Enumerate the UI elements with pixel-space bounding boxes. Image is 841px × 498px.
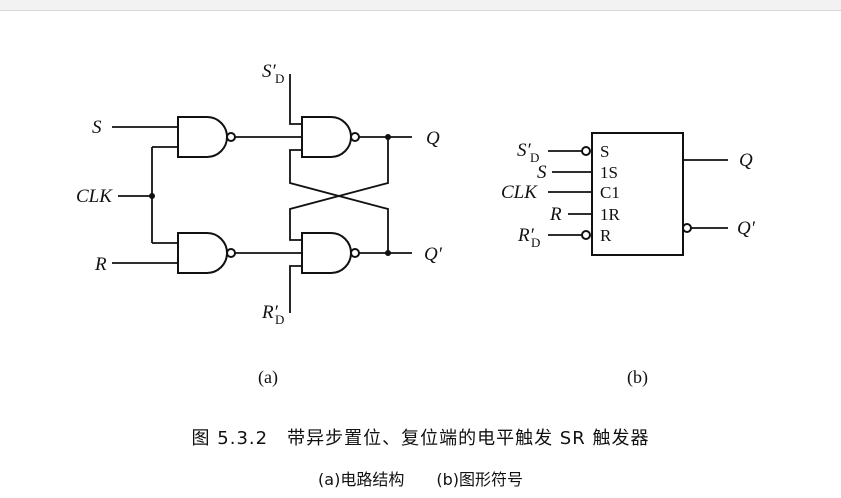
figure-caption: 图 5.3.2 带异步置位、复位端的电平触发 SR 触发器: [191, 428, 650, 449]
circuit-structure: S CLK R S′ D R′ D Q Q′ (a): [76, 61, 443, 388]
nand-gate-latch-lower: [301, 232, 352, 274]
label-q-not: Q′: [424, 244, 443, 265]
svg-text:S′: S′: [262, 61, 277, 82]
svg-text:D: D: [530, 150, 539, 165]
label-rd: R′ D: [261, 302, 284, 327]
pin-c1: C1: [600, 183, 620, 202]
label-clk: CLK: [76, 186, 113, 207]
graphic-symbol: S 1S C1 1R R S′ D S CLK R R′ D Q Q′ (b): [501, 132, 756, 388]
pin-r: R: [600, 226, 612, 245]
pin-1s: 1S: [600, 163, 618, 182]
svg-text:S′: S′: [517, 140, 532, 161]
nand-gate-s-input: [177, 116, 228, 158]
svg-text:D: D: [531, 235, 540, 250]
junction-dot: [149, 193, 155, 199]
label-clk-b: CLK: [501, 182, 538, 203]
label-r: R: [94, 254, 107, 275]
pin-1r: 1R: [600, 205, 621, 224]
nand-gate-r-input: [177, 232, 228, 274]
figure-subcaption: (a)电路结构 (b)图形符号: [318, 470, 523, 489]
label-sd-b: S′ D: [517, 140, 539, 165]
label-s-b: S: [537, 162, 547, 183]
tag-a: (a): [258, 367, 278, 388]
inversion-bubble: [581, 146, 591, 156]
label-q: Q: [426, 128, 440, 149]
inversion-bubble: [226, 248, 236, 258]
flip-flop-block: [591, 132, 684, 256]
inversion-bubble: [226, 132, 236, 142]
tag-b: (b): [627, 367, 648, 388]
nand-gate-latch-upper: [301, 116, 352, 158]
label-q-b: Q: [739, 150, 753, 171]
label-rd-b: R′ D: [517, 225, 540, 250]
label-sd: S′ D: [262, 61, 284, 86]
junction-dot: [385, 134, 391, 140]
label-r-b: R: [549, 204, 562, 225]
pin-s: S: [600, 142, 609, 161]
svg-text:D: D: [275, 312, 284, 327]
inversion-bubble: [350, 248, 360, 258]
label-s: S: [92, 117, 102, 138]
svg-text:D: D: [275, 71, 284, 86]
inversion-bubble: [581, 230, 591, 240]
inversion-bubble: [682, 223, 692, 233]
junction-dot: [385, 250, 391, 256]
window-top-strip: [0, 0, 841, 11]
svg-text:R′: R′: [517, 225, 535, 246]
inversion-bubble: [350, 132, 360, 142]
svg-text:R′: R′: [261, 302, 279, 323]
wires: [112, 74, 412, 313]
label-q-not-b: Q′: [737, 218, 756, 239]
